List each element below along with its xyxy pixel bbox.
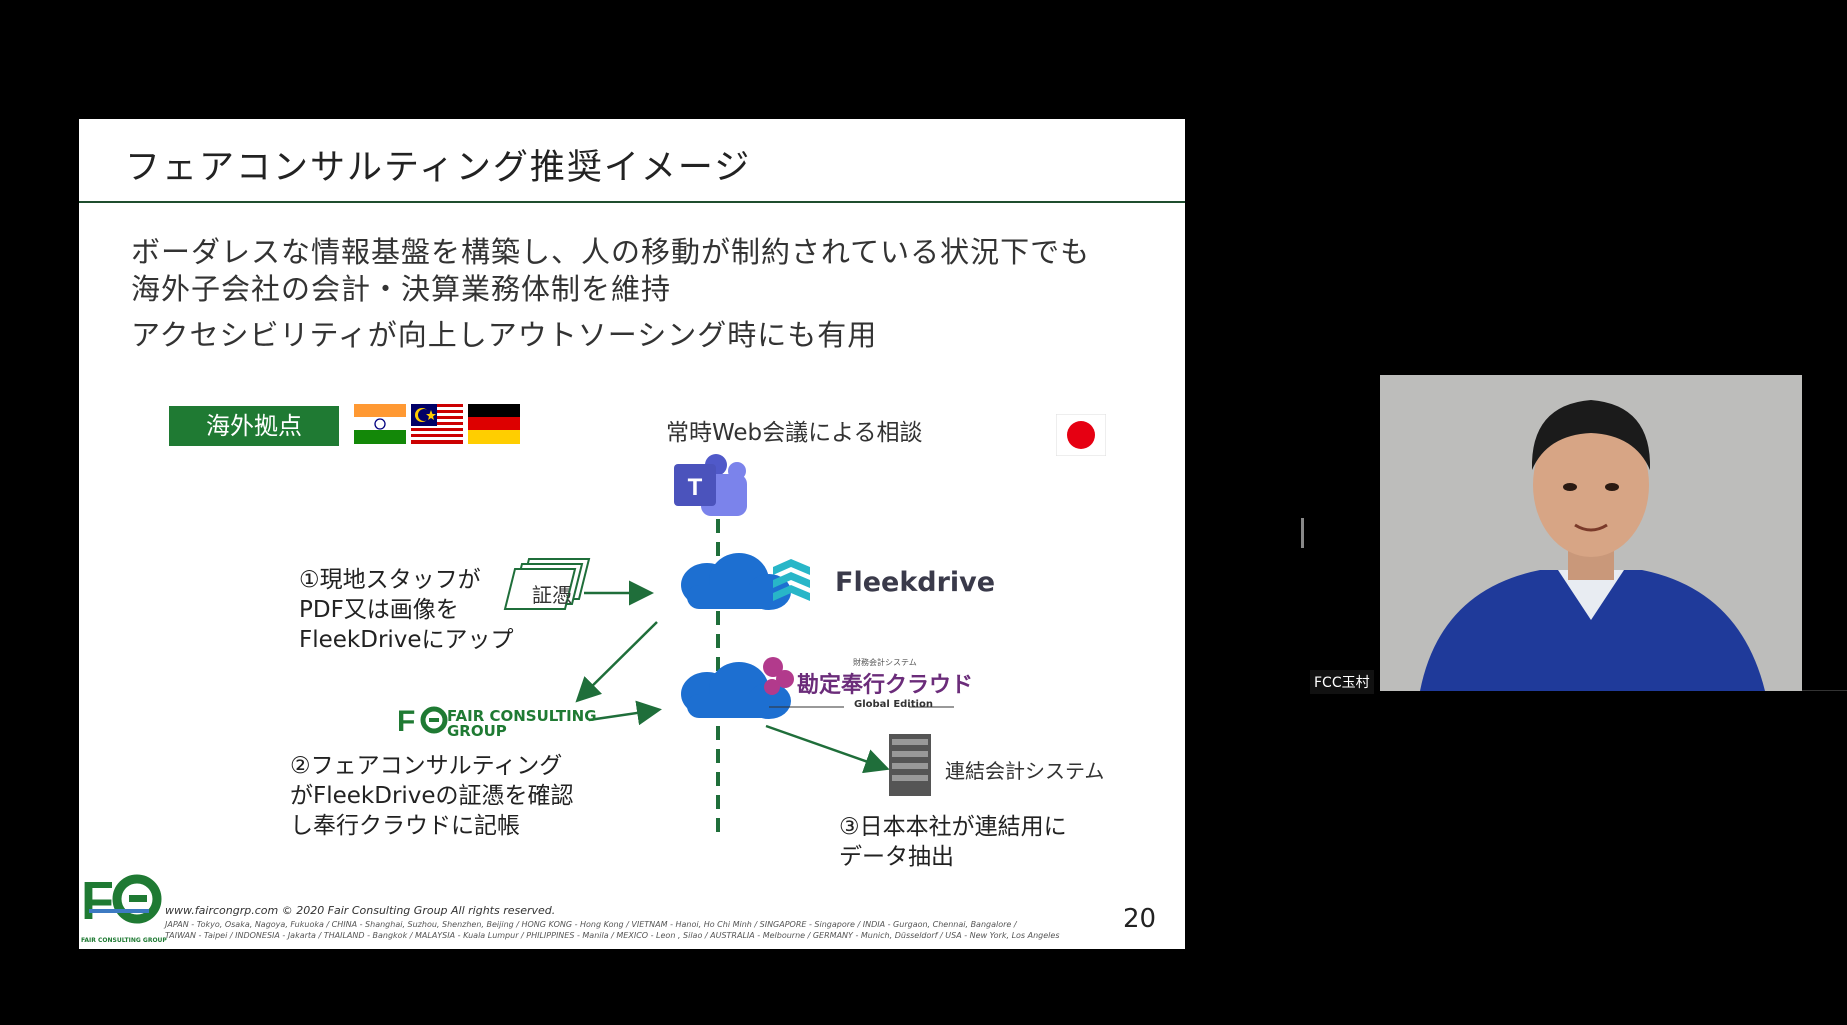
voucher-label: 証憑 [532, 579, 572, 608]
fleekdrive-icon [773, 559, 810, 601]
fleekdrive-logo-text: Fleekdrive [835, 567, 995, 598]
participant-name-tag: FCC玉村 [1310, 670, 1374, 694]
resize-handle[interactable] [1301, 518, 1304, 548]
step2-line-2: がFleekDriveの証憑を確認 [290, 781, 574, 811]
step3-line-1: ③日本本社が連結用に [839, 812, 1067, 842]
step1-line-2: PDF又は画像を [299, 595, 514, 625]
fcg-logo-icon: F [397, 705, 445, 738]
step1-line-3: FleekDriveにアップ [299, 625, 514, 655]
bugyo-edition-label: Global Edition [854, 699, 933, 710]
participant-video[interactable] [1380, 375, 1802, 691]
server-icon [889, 734, 931, 796]
footer-copyright: www.faircongrp.com © 2020 Fair Consultin… [165, 904, 555, 917]
divider-line [1802, 690, 1847, 691]
step3-line-2: データ抽出 [839, 842, 1067, 872]
presentation-slide: フェアコンサルティング推奨イメージ ボーダレスな情報基盤を構築し、人の移動が制約… [79, 119, 1185, 949]
bugyo-logo-text: 勘定奉行クラウド [797, 667, 973, 699]
step2-line-1: ②フェアコンサルティング [290, 751, 574, 781]
arrow-to-consolidation [766, 726, 885, 768]
svg-text:T: T [688, 474, 703, 501]
bugyo-icon [763, 657, 794, 695]
arrow-to-fcg [579, 622, 657, 699]
footer-fcg-logo-icon: F [81, 871, 157, 931]
fcg-logo-text: FAIR CONSULTING GROUP [447, 709, 597, 739]
svg-text:F: F [397, 705, 415, 738]
fcg-logo-line-2: GROUP [447, 724, 597, 739]
page-number: 20 [1123, 904, 1156, 934]
step1-line-1: ①現地スタッフが [299, 565, 514, 595]
step2-text: ②フェアコンサルティング がFleekDriveの証憑を確認 し奉行クラウドに記… [290, 751, 574, 841]
footer-logo-caption: FAIR CONSULTING GROUP [81, 937, 167, 944]
arrow-to-bugyo [589, 710, 657, 720]
consolidation-system-label: 連結会計システム [945, 755, 1104, 784]
step2-line-3: し奉行クラウドに記帳 [290, 811, 574, 841]
participant-avatar [1380, 375, 1802, 691]
teams-icon: T [674, 454, 747, 516]
svg-text:F: F [81, 871, 114, 931]
footer-offices-line-2: TAIWAN - Taipei / INDONESIA - Jakarta / … [165, 931, 1059, 940]
step3-text: ③日本本社が連結用に データ抽出 [839, 812, 1067, 872]
step1-text: ①現地スタッフが PDF又は画像を FleekDriveにアップ [299, 565, 514, 655]
footer-offices-line-1: JAPAN - Tokyo, Osaka, Nagoya, Fukuoka / … [165, 920, 1017, 929]
